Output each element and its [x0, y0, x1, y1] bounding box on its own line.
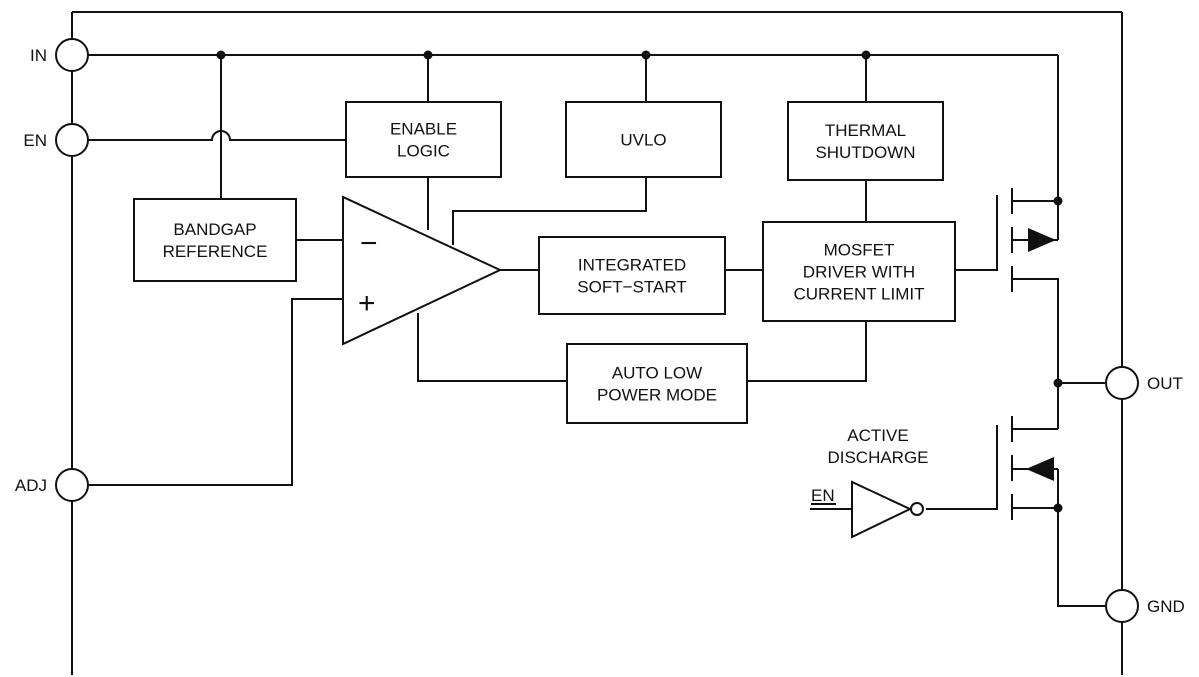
auto-low-power-mode-block-label-line-2: POWER MODE: [597, 386, 717, 405]
pin-in-label: IN: [30, 46, 47, 65]
pin-adj-label: ADJ: [15, 476, 47, 495]
auto-low-power-mode-block: AUTO LOW POWER MODE: [566, 343, 748, 424]
integrated-soft-start-block-label-line-1: INTEGRATED: [578, 256, 686, 275]
pin-out: OUT: [1105, 366, 1183, 400]
discharge-en-input-label: EN: [811, 486, 835, 505]
mosfet-driver-block-frame: [762, 221, 956, 322]
pass-fet-body-arrow: [1028, 228, 1056, 252]
discharge-fet-body-arrow: [1026, 457, 1054, 481]
enable-logic-block-frame: [345, 101, 502, 178]
bandgap-reference-block-label-line-2: REFERENCE: [163, 242, 268, 261]
integrated-soft-start-block-label-line-2: SOFT−START: [577, 278, 686, 297]
thermal-shutdown-block-label-line-1: THERMAL: [825, 121, 906, 140]
pin-adj: ADJ: [15, 468, 89, 502]
mosfet-driver-block: MOSFET DRIVER WITH CURRENT LIMIT: [762, 221, 956, 322]
discharge-inverter: [851, 480, 924, 539]
function-blocks: ENABLE LOGIC UVLO THERMAL SHUTDOWN BANDGAP REF…: [133, 101, 956, 424]
active-discharge-title-1: ACTIVE: [847, 426, 908, 445]
junction-dots: [216, 50, 1063, 513]
discharge-mosfet: [1011, 416, 1054, 520]
pass-mosfet: [1011, 188, 1058, 292]
amp-plus-sign: +: [358, 287, 376, 320]
error-amplifier: − +: [342, 195, 503, 346]
package-outline: [71, 11, 1123, 675]
en-wire: [88, 130, 346, 141]
integrated-soft-start-block-frame: [538, 236, 726, 315]
thermal-shutdown-block-frame: [787, 101, 944, 181]
active-discharge-title-2: DISCHARGE: [827, 448, 928, 467]
uvlo-block: UVLO: [565, 101, 722, 178]
pin-en-label: EN: [23, 131, 47, 150]
pin-out-label: OUT: [1147, 374, 1183, 393]
bandgap-reference-block-label-line-1: BANDGAP: [173, 220, 256, 239]
thermal-shutdown-block-label-line-2: SHUTDOWN: [815, 143, 915, 162]
integrated-soft-start-block: INTEGRATED SOFT−START: [538, 236, 726, 315]
active-discharge-labels: ACTIVE DISCHARGE EN: [811, 426, 929, 505]
pin-en: EN: [23, 123, 89, 157]
auto-low-power-mode-block-label-line-1: AUTO LOW: [612, 364, 702, 383]
enable-logic-block-label-line-1: ENABLE: [390, 120, 457, 139]
enable-logic-block-label-line-2: LOGIC: [397, 142, 450, 161]
bandgap-reference-block-frame: [133, 198, 297, 282]
amp-minus-sign: −: [360, 227, 378, 260]
wires: [88, 54, 1105, 607]
enable-logic-block: ENABLE LOGIC: [345, 101, 502, 178]
uvlo-block-label-line-1: UVLO: [620, 131, 666, 150]
uvlo-block-frame: [565, 101, 722, 178]
thermal-shutdown-block: THERMAL SHUTDOWN: [787, 101, 944, 181]
mosfet-driver-block-label-line-2: DRIVER WITH: [803, 263, 915, 282]
pin-in: IN: [30, 38, 89, 72]
pin-gnd-label: GND: [1147, 597, 1185, 616]
pin-gnd: GND: [1105, 589, 1185, 623]
bandgap-reference-block: BANDGAP REFERENCE: [133, 198, 297, 282]
auto-low-power-mode-block-frame: [566, 343, 748, 424]
mosfet-driver-block-label-line-1: MOSFET: [824, 241, 895, 260]
mosfet-driver-block-label-line-3: CURRENT LIMIT: [794, 285, 925, 304]
